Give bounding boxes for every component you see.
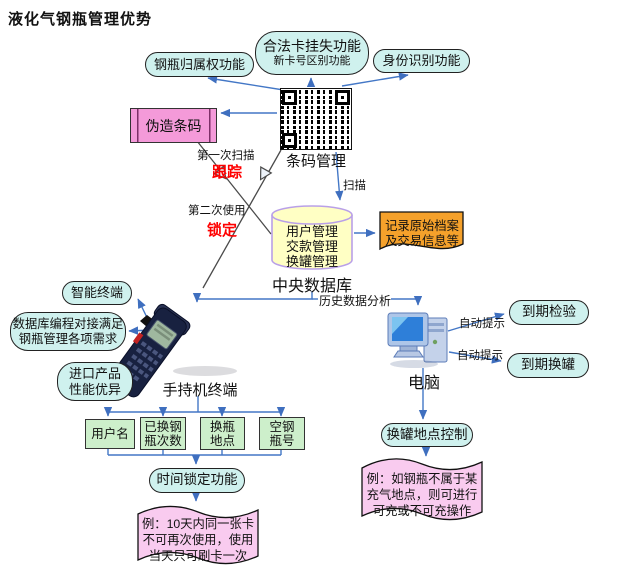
lock-label: 锁定 — [207, 222, 238, 239]
time-note-text: 例：10天内同一张卡 不可再次使用，使用 当天只可刷卡一次 — [140, 516, 256, 564]
field-swap-place-line1: 换瓶 — [209, 419, 235, 434]
db-line-swap: 换罐管理 — [285, 254, 338, 269]
bubble-smart-terminal: 智能终端 — [62, 281, 132, 305]
time-note-line1: 例：10天内同一张卡 — [141, 517, 255, 531]
scan-flow-lines — [140, 140, 282, 337]
bubble-due-check-label: 到期检验 — [522, 304, 576, 320]
bubble-due-swap: 到期换罐 — [507, 353, 589, 378]
bubble-imported-product-line2: 性能优异 — [68, 381, 121, 397]
bubble-identity: 身份识别功能 — [373, 49, 470, 73]
time-note-line2: 不可再次使用，使用 — [142, 533, 254, 547]
bubble-imported-product: 进口产品 性能优异 — [57, 362, 133, 401]
bubble-ownership: 钢瓶归属权功能 — [145, 52, 254, 77]
device-antenna-diamond — [140, 315, 155, 327]
history-analysis-label: 历史数据分析 — [319, 294, 392, 308]
first-scan-label: 第一次扫描 — [197, 150, 255, 162]
bubble-time-lock: 时间锁定功能 — [149, 468, 245, 493]
qr-finder-icon — [282, 133, 297, 148]
place-note-line3: 可充或不可充操作 — [372, 504, 472, 518]
barcode-mgmt-label: 条码管理 — [285, 153, 346, 170]
place-note-line1: 例：如钢瓶不属于某 — [366, 472, 478, 486]
field-username-label: 用户名 — [91, 427, 129, 441]
bubble-card-loss-line1: 合法卡挂失功能 — [263, 38, 361, 54]
page-title: 液化气钢瓶管理优势 — [8, 11, 153, 28]
central-db-label: 中央数据库 — [271, 278, 352, 295]
bubble-due-swap-label: 到期换罐 — [521, 357, 575, 373]
place-note-text: 例：如钢瓶不属于某 充气地点，则可进行 可充或不可充操作 — [364, 471, 480, 519]
field-empty-cylinder-line2: 瓶号 — [269, 433, 295, 448]
qr-finder-icon — [282, 90, 297, 105]
record-doc-line2: 及交易信息等 — [385, 234, 459, 248]
field-box-swap-place: 换瓶 地点 — [200, 417, 245, 450]
forged-barcode-label: 伪造条码 — [145, 117, 202, 134]
bubble-db-programming-line1: 数据库编程对接满足 — [12, 316, 124, 331]
field-swap-count-line1: 已换钢 — [144, 419, 182, 434]
field-box-empty-cylinder: 空钢 瓶号 — [259, 417, 305, 450]
second-use-label: 第二次使用 — [188, 205, 246, 217]
bubble-card-loss: 合法卡挂失功能 新卡号区别功能 — [255, 31, 369, 75]
time-note-shape — [137, 505, 259, 565]
bubble-db-programming: 数据库编程对接满足 钢瓶管理各项需求 — [10, 312, 126, 351]
record-doc-line1: 记录原始档案 — [385, 219, 459, 233]
field-swap-place-line2: 地点 — [209, 433, 235, 448]
bubble-swap-place-control-label: 换罐地点控制 — [386, 426, 468, 442]
place-note-line2: 充气地点，则可进行 — [366, 488, 478, 502]
computer-label: 电脑 — [407, 375, 440, 392]
auto-alert-label-1: 自动提示 — [459, 318, 505, 330]
qr-code-image — [280, 88, 352, 150]
time-note-line3: 当天只可刷卡一次 — [148, 549, 248, 563]
bubble-ownership-label: 钢瓶归属权功能 — [153, 56, 245, 72]
auto-alert-label-2: 自动提示 — [457, 350, 503, 362]
bubble-db-programming-line2: 钢瓶管理各项需求 — [18, 331, 118, 346]
field-box-username: 用户名 — [85, 419, 135, 449]
db-line-payment: 交款管理 — [285, 239, 338, 254]
place-note-shape — [361, 458, 483, 521]
database-cylinder — [271, 205, 353, 270]
bubble-card-loss-line2: 新卡号区别功能 — [273, 54, 351, 67]
forged-barcode-box: 伪造条码 — [130, 108, 217, 143]
db-line-users: 用户管理 — [285, 224, 338, 239]
track-label: 跟踪 — [212, 164, 243, 181]
bubble-due-check: 到期检验 — [509, 300, 589, 325]
hollow-arrow-lock — [259, 166, 273, 181]
bubble-time-lock-label: 时间锁定功能 — [156, 472, 238, 488]
bubble-swap-place-control: 换罐地点控制 — [381, 423, 473, 447]
scan-label: 扫描 — [343, 180, 366, 192]
field-swap-count-line2: 瓶次数 — [144, 433, 182, 448]
bubble-smart-terminal-label: 智能终端 — [70, 285, 123, 301]
bubble-imported-product-line1: 进口产品 — [68, 365, 121, 381]
record-doc-shape — [379, 211, 464, 251]
field-box-swap-count: 已换钢 瓶次数 — [140, 417, 186, 450]
bubble-identity-label: 身份识别功能 — [382, 53, 461, 69]
hollow-arrow-track — [213, 165, 227, 180]
handheld-label: 手持机终端 — [162, 382, 238, 399]
field-empty-cylinder-line1: 空钢 — [269, 419, 295, 434]
qr-finder-icon — [335, 90, 350, 105]
computer-image — [387, 312, 448, 368]
